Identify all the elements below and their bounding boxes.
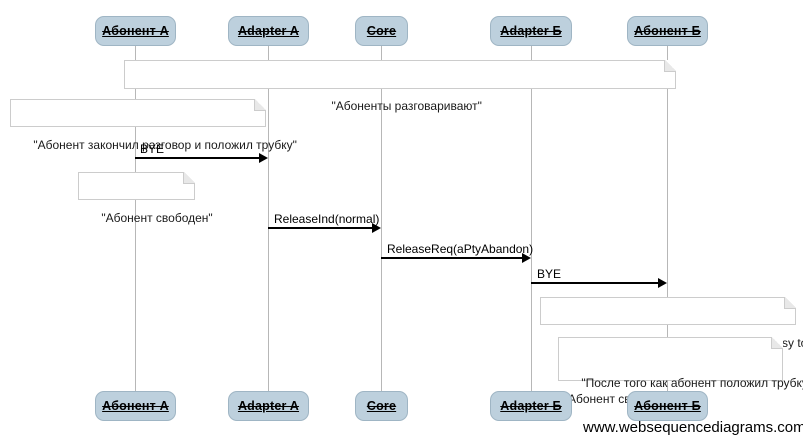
- participant-label: Абонент Б: [634, 399, 701, 413]
- lifeline-abonent-a: [135, 46, 136, 391]
- message-arrowhead-releaseind: [372, 223, 381, 233]
- participant-label: Adapter A: [237, 24, 300, 38]
- participant-label: Adapter Б: [500, 399, 562, 413]
- note-fold-icon: [183, 172, 195, 184]
- participant-label: Абонент А: [102, 399, 169, 413]
- participant-label: Core: [366, 24, 397, 38]
- note-fold-icon: [784, 297, 796, 309]
- note-hungup: "Абонент закончил разговор и положил тру…: [10, 99, 297, 152]
- message-line-releasereq: [381, 257, 523, 259]
- participant-adapter-b-bottom[interactable]: Adapter Б: [490, 391, 572, 421]
- message-line-bye-2: [531, 282, 659, 284]
- note-text: "Абонент закончил разговор и положил тру…: [33, 138, 297, 152]
- note-free-b: "После того как абонент положил трубку А…: [558, 337, 803, 406]
- participant-label: Абонент Б: [634, 24, 701, 38]
- participant-abonent-b-top[interactable]: Абонент Б: [627, 16, 708, 46]
- participant-label: Adapter Б: [500, 24, 562, 38]
- message-arrowhead-bye-1: [259, 153, 268, 163]
- note-text: "Абоненты разговаривают": [331, 99, 482, 113]
- participant-label: Абонент А: [102, 24, 169, 38]
- message-line-bye-1: [135, 157, 260, 159]
- note-free-a: "Абонент свободен": [78, 172, 213, 225]
- participant-adapter-a-top[interactable]: Adapter A: [228, 16, 309, 46]
- message-label-releaseind: ReleaseInd(normal): [274, 212, 380, 226]
- participant-label: Core: [366, 399, 397, 413]
- message-arrowhead-releasereq: [522, 253, 531, 263]
- participant-adapter-b-top[interactable]: Adapter Б: [490, 16, 572, 46]
- lifeline-abonent-b: [667, 46, 668, 391]
- footer-watermark: www.websequencediagrams.com: [583, 419, 803, 436]
- participant-core-top[interactable]: Core: [355, 16, 408, 46]
- message-label-bye-1: BYE: [140, 142, 165, 156]
- note-fold-icon: [771, 337, 783, 349]
- note-busy-tone: "Абоненту выдается сигнал Занято (Busy t…: [540, 297, 803, 350]
- message-label-bye-2: BYE: [537, 267, 562, 281]
- lifeline-adapter-a: [268, 46, 269, 391]
- message-line-releaseind: [268, 227, 373, 229]
- participant-abonent-a-top[interactable]: Абонент А: [95, 16, 176, 46]
- note-talking: "Абоненты разговаривают": [124, 60, 676, 113]
- note-text: "Абонент свободен": [101, 211, 213, 225]
- participant-abonent-a-bottom[interactable]: Абонент А: [95, 391, 176, 421]
- note-fold-icon: [664, 60, 676, 72]
- note-fold-icon: [254, 99, 266, 111]
- participant-core-bottom[interactable]: Core: [355, 391, 408, 421]
- message-label-releasereq: ReleaseReq(aPtyAbandon): [387, 242, 534, 256]
- participant-abonent-b-bottom[interactable]: Абонент Б: [627, 391, 708, 421]
- participant-adapter-a-bottom[interactable]: Adapter A: [228, 391, 309, 421]
- lifeline-core: [381, 46, 382, 391]
- lifeline-adapter-b: [531, 46, 532, 391]
- participant-label: Adapter A: [237, 399, 300, 413]
- message-arrowhead-bye-2: [658, 278, 667, 288]
